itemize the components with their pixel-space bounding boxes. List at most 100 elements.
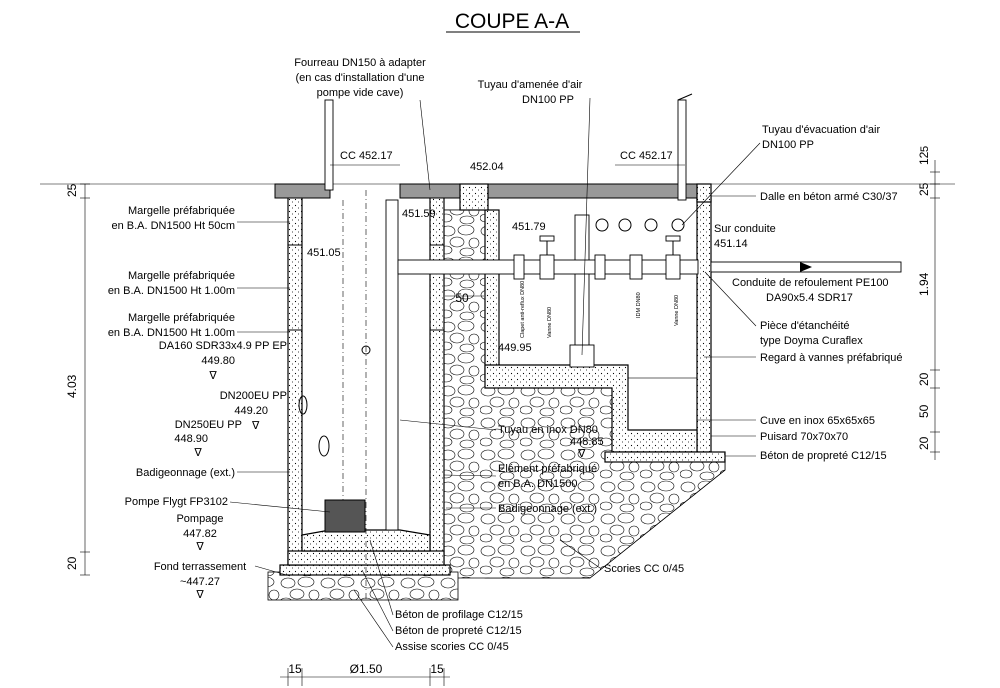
dim-left: 25 4.03 20 [65, 183, 90, 576]
svg-text:12: 12 [917, 151, 931, 165]
chamber-wall-right [696, 196, 712, 453]
slab-edge [696, 183, 712, 203]
label-cuve: Cuve en inox 65x65x65 [697, 415, 875, 427]
svg-text:Margelle préfabriquée: Margelle préfabriquée [128, 270, 235, 282]
svg-text:Dalle en béton armé C30/37: Dalle en béton armé C30/37 [760, 191, 898, 203]
svg-text:Scories CC 0/45: Scories CC 0/45 [604, 563, 684, 575]
svg-text:Assise scories CC 0/45: Assise scories CC 0/45 [395, 641, 509, 653]
level-cc-right: CC 452.17 [620, 150, 673, 162]
svg-text:25: 25 [65, 183, 79, 197]
label-tuyau-amenee: Tuyau d'amenée d'air DN100 PP [478, 79, 591, 356]
svg-text:Puisard 70x70x70: Puisard 70x70x70 [760, 431, 848, 443]
label-beton-profilage: Béton de profilage C12/15 [369, 539, 523, 621]
svg-text:448.85: 448.85 [570, 436, 604, 448]
label-puisard: Puisard 70x70x70 [711, 431, 848, 443]
svg-text:5: 5 [919, 146, 931, 152]
label-margelle-100a: Margelle préfabriquée en B.A. DN1500 Ht … [108, 270, 290, 297]
lid-mid [399, 183, 461, 199]
label-assise: Assise scories CC 0/45 [353, 589, 509, 653]
svg-text:DN100 PP: DN100 PP [522, 94, 574, 106]
pump-body [324, 499, 366, 533]
svg-text:Tuyau d'évacuation d'air: Tuyau d'évacuation d'air [762, 124, 880, 136]
svg-text:Cuve en inox 65x65x65: Cuve en inox 65x65x65 [760, 415, 875, 427]
svg-text:Ø1.50: Ø1.50 [350, 662, 383, 676]
inlet-dn250 [318, 435, 330, 457]
svg-text:Fourreau DN150 à adapter: Fourreau DN150 à adapter [294, 57, 426, 69]
svg-text:1.94: 1.94 [917, 272, 931, 296]
svg-text:449.80: 449.80 [201, 355, 235, 367]
refoulement-arrow [800, 262, 812, 272]
label-vanne1: Vanne DN80 [547, 307, 553, 338]
assise-scories [267, 571, 459, 601]
svg-text:Margelle préfabriquée: Margelle préfabriquée [128, 312, 235, 324]
svg-text:Badigeonnage (ext.): Badigeonnage (ext.) [498, 503, 597, 515]
slab-right [487, 183, 711, 199]
svg-text:447.82: 447.82 [183, 528, 217, 540]
label-scories: Scories CC 0/45 [559, 539, 684, 575]
dim-right: 12 5 25 1.94 20 50 20 [917, 146, 940, 460]
svg-text:20: 20 [65, 556, 79, 570]
svg-text:Margelle préfabriquée: Margelle préfabriquée [128, 205, 235, 217]
svg-text:Regard à vannes préfabriqué: Regard à vannes préfabriqué [760, 352, 902, 364]
svg-text:∇: ∇ [195, 541, 204, 553]
dim-inner-50: 50 [445, 291, 484, 305]
level-449-95: 449.95 [498, 342, 532, 354]
svg-text:Béton de propreté C12/15: Béton de propreté C12/15 [395, 625, 522, 637]
shaft-wall-right [429, 196, 445, 566]
label-element-prefab: Elément préfabriqué en B.A. DN1500 [443, 463, 597, 490]
beton-profilage [301, 529, 431, 552]
svg-text:448.90: 448.90 [174, 433, 208, 445]
inlet-da160 [361, 345, 371, 355]
svg-text:Badigeonnage (ext.): Badigeonnage (ext.) [136, 467, 235, 479]
drawing-title: COUPE A-A [455, 10, 569, 33]
svg-text:20: 20 [917, 372, 931, 386]
label-fond: Fond terrassement ~447.27 ∇ [154, 561, 291, 601]
amenee-pipe [574, 214, 590, 356]
svg-text:∇: ∇ [251, 420, 260, 432]
svg-text:en B.A. DN1500 Ht 1.00m: en B.A. DN1500 Ht 1.00m [108, 285, 235, 297]
label-regard: Regard à vannes préfabriqué [704, 352, 902, 364]
label-margelle-100b: Margelle préfabriquée en B.A. DN1500 Ht … [108, 312, 290, 339]
amenee-foot [569, 344, 595, 368]
svg-text:DN100 PP: DN100 PP [762, 139, 814, 151]
evac-pipe-hook [677, 93, 693, 101]
level-451-79: 451.79 [512, 221, 546, 233]
label-sur-conduite: Sur conduite [714, 223, 776, 235]
svg-text:Elément préfabriqué: Elément préfabriqué [498, 463, 597, 475]
svg-text:Pompage: Pompage [176, 513, 223, 525]
cuve-inox [627, 377, 698, 431]
label-beton-proprete-bottom: Béton de propreté C12/15 [361, 569, 522, 637]
clapet-valve [513, 235, 555, 280]
evac-pipe [677, 99, 687, 201]
svg-text:DN200EU PP: DN200EU PP [220, 390, 287, 402]
wall-opening-4 [671, 218, 685, 232]
svg-text:50: 50 [917, 404, 931, 418]
svg-text:en B.A. DN1500: en B.A. DN1500 [498, 478, 578, 490]
svg-text:Tuyau d'amenée d'air: Tuyau d'amenée d'air [478, 79, 583, 91]
wall-opening-3 [644, 218, 658, 232]
label-da160: DA160 SDR33x4.9 PP EP 449.80 ∇ [159, 340, 287, 382]
fourreau-pipe [324, 99, 334, 191]
svg-text:15: 15 [288, 662, 302, 676]
svg-text:en B.A. DN1500 Ht 1.00m: en B.A. DN1500 Ht 1.00m [108, 327, 235, 339]
label-idm: IDM DN80 [636, 292, 642, 318]
label-conduite: Conduite de refoulement PE100 DA90x5.4 S… [732, 277, 889, 304]
svg-text:∇: ∇ [195, 589, 204, 601]
svg-text:Tuyau en inox DN80: Tuyau en inox DN80 [498, 424, 598, 436]
svg-text:15: 15 [430, 662, 444, 676]
wall-opening-2 [618, 218, 632, 232]
svg-text:Sur conduite: Sur conduite [714, 223, 776, 235]
beton-proprete-bottom [279, 564, 451, 576]
label-clapet: Clapet anti-reflux DN80 [520, 281, 526, 338]
svg-text:DA160 SDR33x4.9 PP EP: DA160 SDR33x4.9 PP EP [159, 340, 287, 352]
svg-text:∇: ∇ [577, 448, 586, 460]
chamber-wall-left [484, 209, 500, 379]
svg-text:type Doyma Curaflex: type Doyma Curaflex [760, 335, 863, 347]
label-pompe: Pompe Flygt FP3102 Pompage 447.82 ∇ [125, 496, 331, 553]
label-tuyau-inox: Tuyau en inox DN80 [399, 419, 598, 436]
label-badigeonnage-right: Badigeonnage (ext.) [446, 503, 597, 515]
slab-center [459, 183, 489, 211]
label-tuyau-evac: Tuyau d'évacuation d'air DN100 PP [681, 124, 880, 226]
label-badigeonnage-left: Badigeonnage (ext.) [136, 467, 290, 479]
